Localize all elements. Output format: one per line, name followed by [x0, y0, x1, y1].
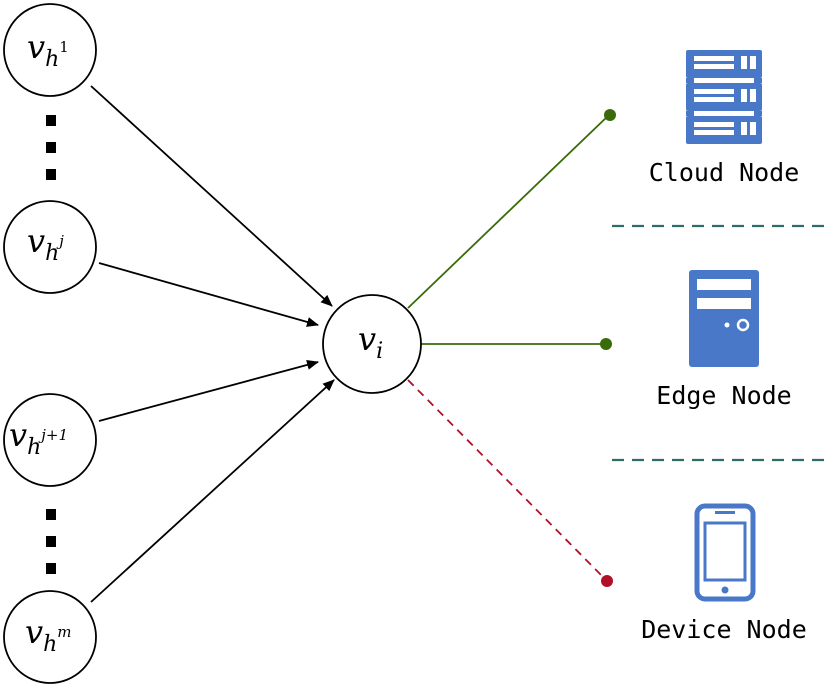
node-hj1: vhj+1 — [3, 393, 97, 487]
svg-text:vhm: vhm — [25, 613, 71, 657]
node-hj-sub: h — [45, 241, 59, 266]
tier-label-edge: Edge Node — [656, 381, 791, 410]
node-hj1-sub: h — [27, 435, 41, 460]
server-rack-icon — [686, 50, 762, 144]
link-endpoint-cloud — [604, 109, 616, 121]
node-h1: vh1 — [3, 3, 97, 97]
node-h1-sup: 1 — [59, 38, 69, 56]
node-hj-sup: j — [56, 232, 64, 250]
link-endpoint-edge — [600, 338, 612, 350]
node-vi-base: v — [358, 320, 376, 358]
tier-label-device: Device Node — [641, 615, 807, 644]
smartphone-icon — [694, 503, 756, 602]
node-hm-sup: m — [57, 623, 71, 641]
node-hm-base: v — [25, 613, 43, 651]
node-hm: vhm — [3, 590, 97, 684]
node-hj1-base: v — [9, 416, 27, 454]
node-hm-sub: h — [43, 632, 57, 657]
server-tower-icon — [689, 270, 759, 367]
node-vi: vi — [322, 294, 422, 394]
svg-text:vh1: vh1 — [27, 28, 69, 72]
node-hj-base: v — [27, 222, 45, 260]
svg-text:vi: vi — [358, 320, 383, 364]
arrow-hm-to-vi — [90, 379, 335, 603]
link-device — [407, 379, 607, 581]
arrow-hj1-to-vi — [98, 360, 319, 422]
node-h1-base: v — [27, 28, 45, 66]
node-vi-sub: i — [376, 339, 383, 364]
node-hj1-sup: j+1 — [38, 426, 68, 444]
node-hj: vhj — [3, 200, 97, 294]
ellipsis-top — [46, 115, 56, 180]
arrow-h1-to-vi — [90, 85, 333, 307]
link-endpoint-device — [601, 575, 613, 587]
node-h1-sub: h — [45, 47, 59, 72]
ellipsis-bottom — [46, 509, 56, 574]
arrow-hj-to-vi — [98, 262, 319, 327]
svg-text:vhj: vhj — [27, 222, 64, 266]
tier-label-cloud: Cloud Node — [649, 158, 800, 187]
svg-text:vhj+1: vhj+1 — [9, 416, 68, 460]
link-cloud — [407, 114, 610, 309]
